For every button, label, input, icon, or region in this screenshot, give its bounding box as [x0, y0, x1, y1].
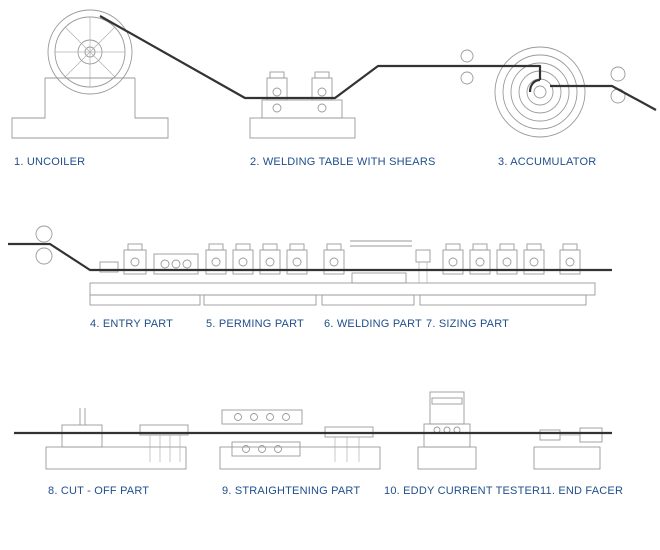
welding-table-machine — [249, 71, 356, 139]
strip-row-2 — [8, 242, 612, 272]
eddy-current-tester-machine — [417, 391, 477, 470]
cut-off-part-machine — [45, 408, 189, 470]
stage-label-1: 1. UNCOILER — [14, 156, 86, 168]
sizing-part-machine — [419, 243, 587, 306]
uncoiler-machine — [11, 9, 169, 139]
stage-label-10: 10. EDDY CURRENT TESTER — [384, 485, 541, 497]
perming-part-machine — [153, 243, 317, 306]
entry-part-machine — [35, 225, 596, 306]
accumulator-machine — [460, 46, 626, 138]
stage-label-8: 8. CUT - OFF PART — [48, 485, 150, 497]
stage-label-5: 5. PERMING PART — [206, 318, 304, 330]
stage-label-3: 3. ACCUMULATOR — [498, 156, 597, 168]
stage-label-4: 4. ENTRY PART — [90, 318, 174, 330]
stage-label-7: 7. SIZING PART — [426, 318, 510, 330]
stage-label-2: 2. WELDING TABLE WITH SHEARS — [250, 156, 436, 168]
end-facer-machine — [533, 427, 603, 470]
stage-label-6: 6. WELDING PART — [324, 318, 422, 330]
stage-label-9: 9. STRAIGHTENING PART — [222, 485, 361, 497]
welding-part-machine — [321, 240, 431, 306]
straightening-part-machine — [219, 409, 381, 470]
stage-label-11: 11. END FACER — [540, 485, 624, 497]
strip-row-1 — [99, 15, 542, 100]
